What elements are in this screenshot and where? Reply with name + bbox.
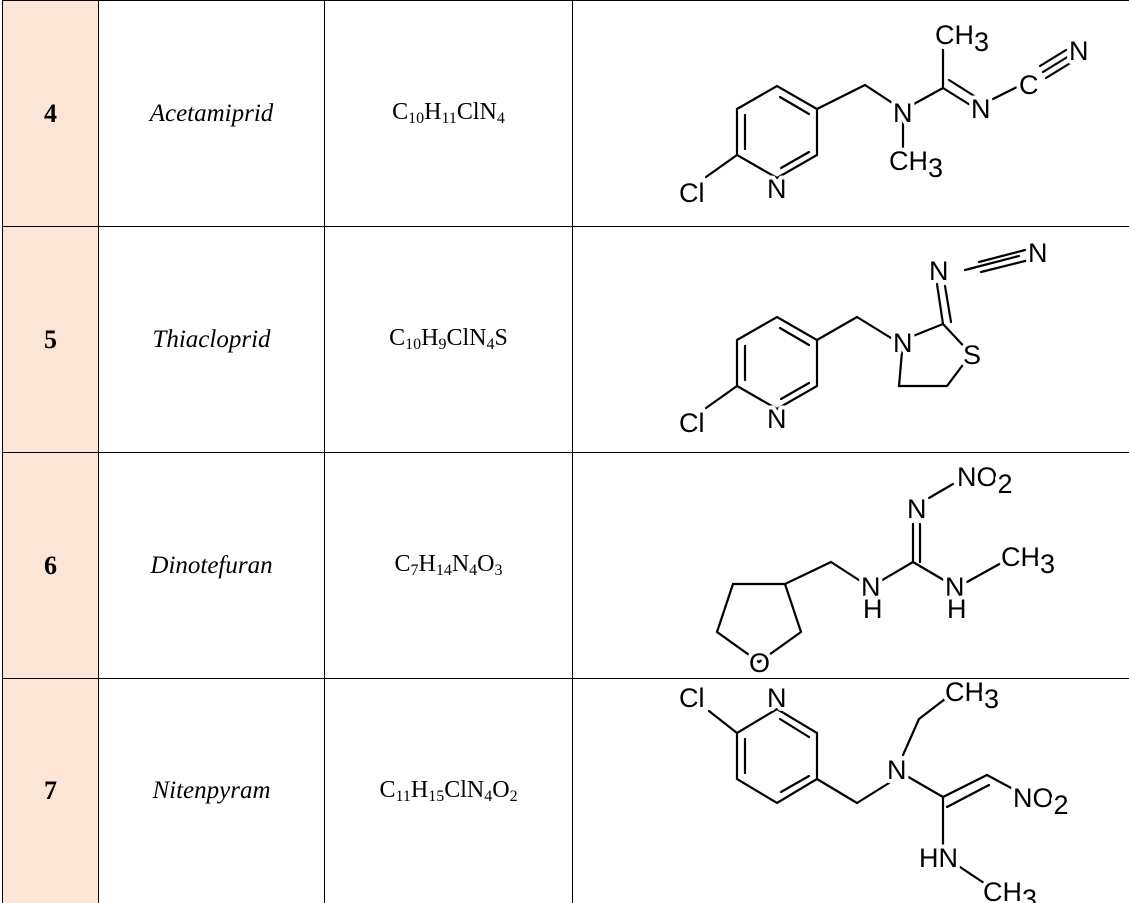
compound-number: 6 <box>2 452 99 679</box>
nitrile-n-label: N <box>1069 36 1089 66</box>
compound-name: Thiacloprid <box>98 226 325 453</box>
ethyl-ch3-label: CH3 <box>945 679 999 714</box>
amine-n-label: N <box>887 755 907 785</box>
pyridine-ring <box>735 707 819 805</box>
ring-n-label: N <box>767 683 787 713</box>
methyl-label: CH3 <box>983 877 1037 903</box>
nitro-label: NO2 <box>1013 783 1069 820</box>
structure-cell: CH3 N CH3 N C N Cl N <box>572 0 1129 227</box>
pyridine-ring <box>735 84 819 179</box>
imine-n-label: N <box>971 94 991 124</box>
acetamiprid-structure: CH3 N CH3 N C N Cl N <box>675 16 1093 212</box>
oxygen-label: O <box>749 648 770 678</box>
compound-name: Nitenpyram <box>98 678 325 903</box>
compound-number: 5 <box>2 226 99 453</box>
nitro-label: NO2 <box>957 462 1013 499</box>
nitenpyram-structure: Cl N CH3 N NO2 HN CH3 <box>675 679 1073 903</box>
methyl-label: CH3 <box>1001 542 1055 579</box>
imine-n-label: N <box>929 256 949 286</box>
compound-number: 7 <box>2 678 99 903</box>
molecular-formula: C11H15ClN4O2 <box>324 678 573 903</box>
amine-n-label: N <box>893 98 913 128</box>
chlorine-label: Cl <box>679 178 705 208</box>
structure-cell: Cl N CH3 N NO2 HN CH3 <box>572 678 1129 903</box>
compound-name: Acetamiprid <box>98 0 325 227</box>
chlorine-label: Cl <box>679 683 705 713</box>
structure-cell: NO2 N N H N H CH3 O <box>572 452 1129 679</box>
sulfur-label: S <box>963 340 981 370</box>
nh-n-label: N <box>945 572 965 602</box>
thiacloprid-structure: N N N S Cl N <box>675 234 1052 442</box>
nh-h-label: H <box>947 594 967 624</box>
structure-cell: N N N S Cl N <box>572 226 1129 453</box>
pyridine-ring <box>735 315 819 410</box>
compound-name: Dinotefuran <box>98 452 325 679</box>
tetrahydrofuran-ring <box>715 582 803 663</box>
thiazolidine-ring <box>897 322 973 387</box>
table-row: 4 Acetamiprid C10H11ClN4 <box>2 0 1129 227</box>
ring-n-label: N <box>767 404 787 434</box>
nh-h-label: H <box>863 594 883 624</box>
nitrile-n-label: N <box>1028 238 1048 268</box>
chlorine-label: Cl <box>679 408 705 438</box>
molecular-formula: C10H11ClN4 <box>324 0 573 227</box>
ch3-label: CH3 <box>889 146 943 183</box>
ring-n-label: N <box>893 328 913 358</box>
nh-n-label: N <box>861 572 881 602</box>
table-row: 7 Nitenpyram C11H15ClN4O2 <box>2 678 1129 903</box>
ring-n-label: N <box>767 174 787 204</box>
molecular-formula: C7H14N4O3 <box>324 452 573 679</box>
dinotefuran-structure: NO2 N N H N H CH3 O <box>715 458 1059 678</box>
ch3-label: CH3 <box>935 20 989 57</box>
imine-n-label: N <box>907 494 927 524</box>
compound-number: 4 <box>2 0 99 227</box>
table-row: 6 Dinotefuran C7H14N4O3 NO2 N N H N <box>2 452 1129 679</box>
table-row: 5 Thiacloprid C10H9ClN4S <box>2 226 1129 453</box>
nitrile-c-label: C <box>1019 70 1039 100</box>
hn-label: HN <box>919 843 958 873</box>
molecular-formula: C10H9ClN4S <box>324 226 573 453</box>
